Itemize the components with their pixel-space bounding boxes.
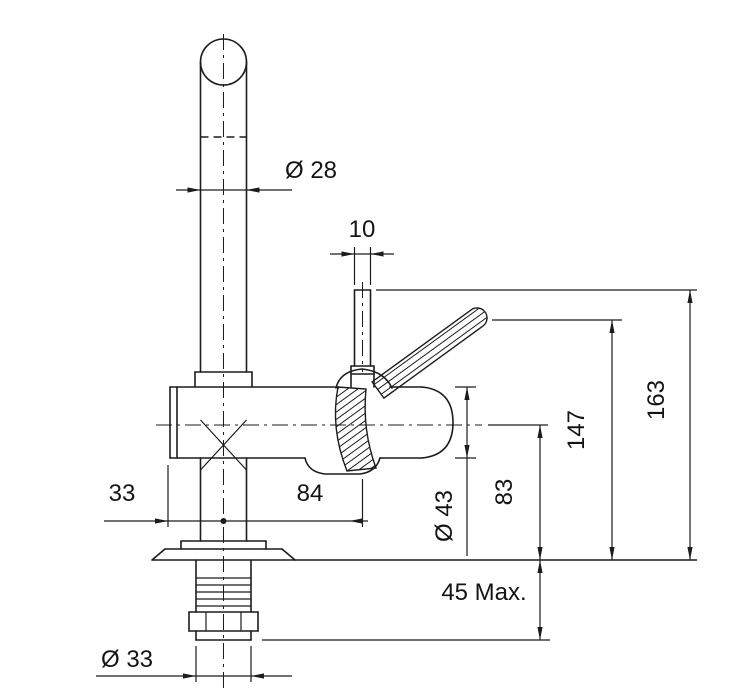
dim-label-body-axis-height: 83 <box>491 479 518 506</box>
dim-label-overall-height: 163 <box>643 380 670 420</box>
dim-horizontal-offsets: 33 84 <box>104 465 368 527</box>
dim-body-diameter: Ø 43 <box>431 386 476 556</box>
dim-label-lever-tip-height: 147 <box>563 410 590 450</box>
dim-lever-tip-height: 147 <box>492 319 622 560</box>
valve-housing <box>334 386 377 472</box>
mounting-shank-outline <box>188 559 259 641</box>
dim-deck-thickness-max: 45 Max. <box>262 560 550 641</box>
tilted-lever <box>371 307 488 400</box>
centerlines <box>156 34 482 688</box>
body-outline <box>169 386 454 542</box>
dim-lever-stem-width: 10 <box>330 216 394 285</box>
spout-outline <box>194 38 253 388</box>
dim-overall-height: 163 <box>376 289 697 560</box>
junction-cross <box>200 419 247 471</box>
dim-label-deck-thickness-max: 45 Max. <box>441 579 526 606</box>
dim-body-axis-height: 83 <box>488 424 548 640</box>
dim-label-lever-offset: 84 <box>297 480 324 507</box>
dim-label-spout-diameter: Ø 28 <box>285 157 337 184</box>
dim-label-body-diameter: Ø 43 <box>431 490 458 542</box>
dim-label-lever-stem-width: 10 <box>349 216 376 243</box>
dim-spout-diameter: Ø 28 <box>176 157 337 193</box>
base-escutcheon-outline <box>151 540 296 561</box>
dim-label-shank-diameter: Ø 33 <box>101 646 153 673</box>
dim-label-spout-offset: 33 <box>109 480 136 507</box>
lever-assembly-outline <box>334 289 488 472</box>
dim-shank-diameter: Ø 33 <box>96 646 292 682</box>
